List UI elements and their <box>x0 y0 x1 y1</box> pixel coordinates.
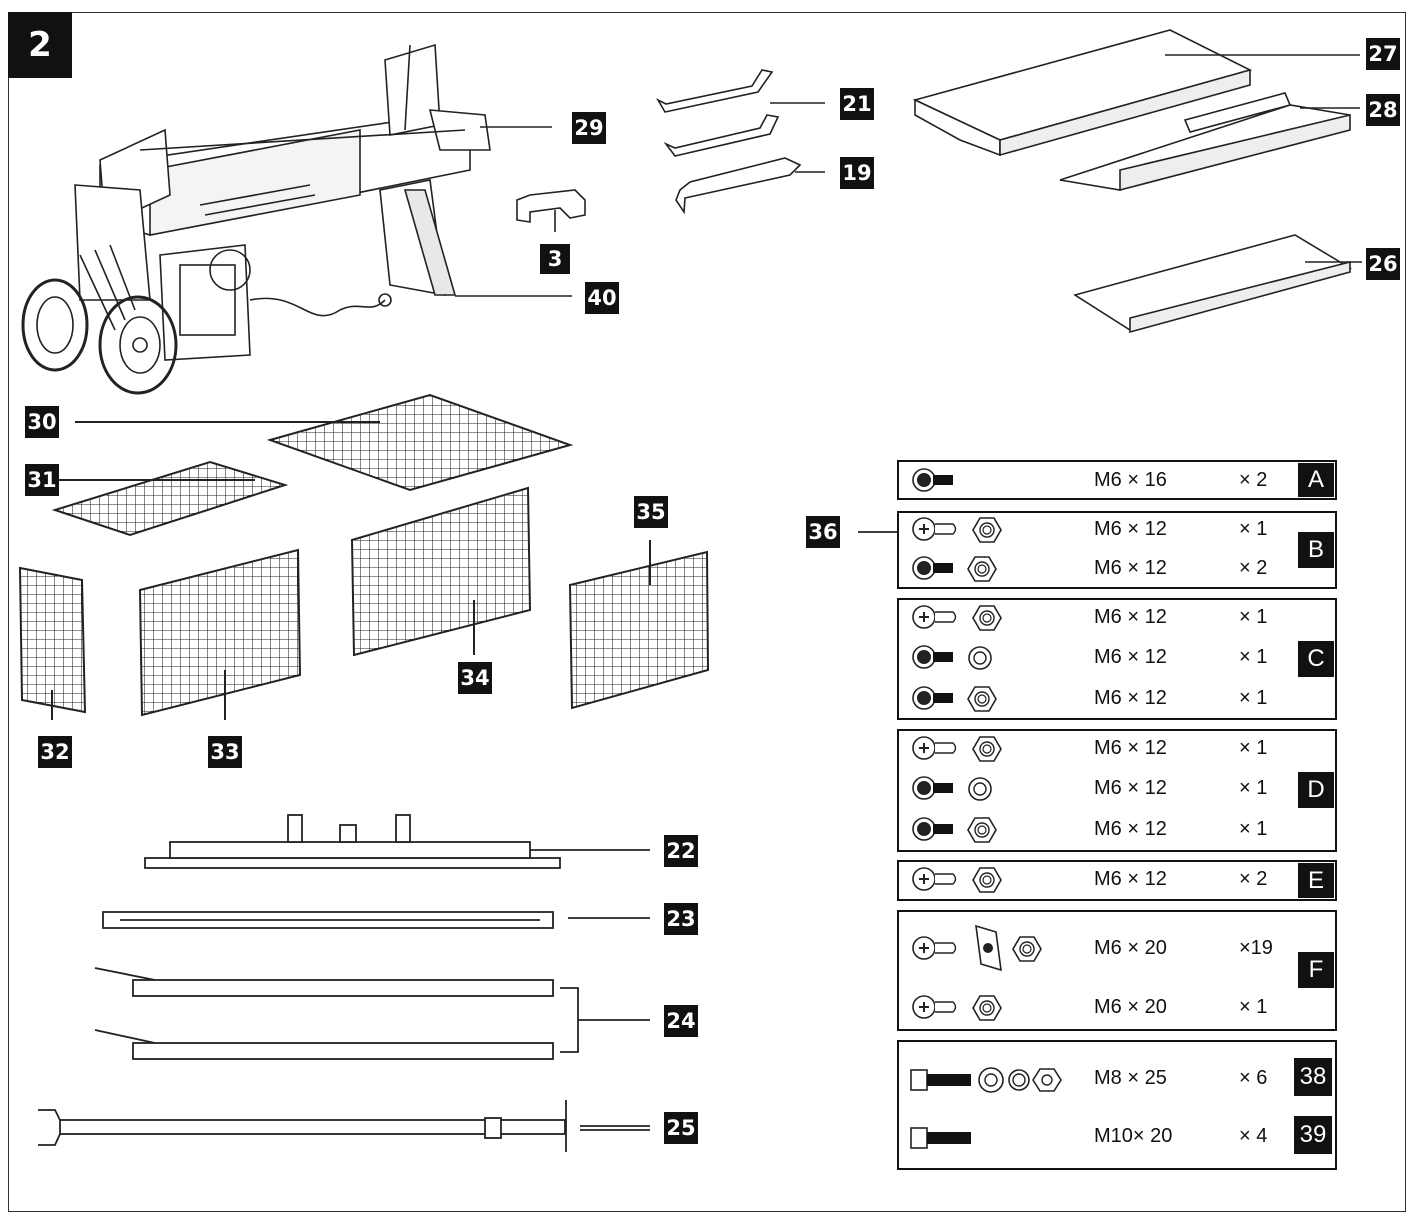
hardware-size: M6 × 12 <box>1094 777 1167 799</box>
hardware-quantity: × 2 <box>1239 469 1268 491</box>
hardware-size: M6 × 12 <box>1094 818 1167 840</box>
hardware-size: M6 × 12 <box>1094 557 1167 579</box>
hardware-row: M6 × 12 × 1 <box>899 684 1299 714</box>
hardware-size: M10× 20 <box>1094 1125 1173 1147</box>
group-letter-d: D <box>1298 772 1334 808</box>
hardware-group-f: M6 × 20 ×19 M6 × 20 × 1 F <box>897 910 1337 1031</box>
group-letter-c: C <box>1298 641 1334 677</box>
hardware-size: M8 × 25 <box>1094 1067 1167 1089</box>
callout-31: 31 <box>25 464 59 496</box>
hardware-group-b: M6 × 12 × 1 M6 × 12 × 2 B <box>897 511 1337 589</box>
long-bolt-row: M8 × 25 × 6 38 <box>899 1058 1334 1096</box>
bar-part-23 <box>102 911 650 929</box>
hardware-quantity: × 1 <box>1239 818 1268 840</box>
hardware-size: M6 × 12 <box>1094 687 1167 709</box>
group-letter-b: B <box>1298 532 1334 568</box>
hardware-quantity: × 1 <box>1239 996 1268 1018</box>
crossbar-part-22 <box>144 814 650 869</box>
hardware-size: M6 × 12 <box>1094 868 1167 890</box>
callout-39: 39 <box>1294 1116 1332 1154</box>
callout-30: 30 <box>25 406 59 438</box>
callout-19: 19 <box>840 157 874 189</box>
hardware-row: M6 × 12 × 1 <box>899 515 1299 545</box>
callout-36: 36 <box>806 516 840 548</box>
bar-part-25 <box>38 1100 650 1152</box>
group-letter-e: E <box>1298 863 1334 898</box>
callout-27: 27 <box>1366 38 1400 70</box>
plate-part-26 <box>1073 234 1362 334</box>
callout-3: 3 <box>540 244 570 274</box>
callout-32: 32 <box>38 736 72 768</box>
callout-26: 26 <box>1366 248 1400 280</box>
hardware-row: M6 × 12 × 2 <box>899 865 1299 895</box>
hardware-row: M6 × 12 × 1 <box>899 603 1299 633</box>
hardware-group-c: M6 × 12 × 1 M6 × 12 × 1 M6 × 12 × 1 C <box>897 598 1337 720</box>
figure-number: 2 <box>8 12 72 78</box>
group-letter-f: F <box>1298 952 1334 988</box>
callout-21: 21 <box>840 88 874 120</box>
tray-part-27 <box>912 29 1360 157</box>
hardware-size: M6 × 12 <box>1094 606 1167 628</box>
callout-38: 38 <box>1294 1058 1332 1096</box>
callout-25: 25 <box>664 1112 698 1144</box>
hardware-size: M6 × 12 <box>1094 737 1167 759</box>
hardware-quantity: × 2 <box>1239 557 1268 579</box>
hardware-size: M6 × 12 <box>1094 646 1167 668</box>
hardware-group-a: M6 × 16 × 2 A <box>897 460 1337 500</box>
callout-35: 35 <box>634 496 668 528</box>
hardware-row: M6 × 20 ×19 <box>899 924 1299 972</box>
log-splitter-machine <box>21 43 491 395</box>
hardware-group-d: M6 × 12 × 1 M6 × 12 × 1 M6 × 12 × 1 D <box>897 729 1337 852</box>
hardware-size: M6 × 12 <box>1094 518 1167 540</box>
hardware-row: M6 × 12 × 1 <box>899 815 1299 845</box>
hardware-row: M6 × 12 × 1 <box>899 774 1299 804</box>
callout-28: 28 <box>1366 94 1400 126</box>
hardware-quantity: × 1 <box>1239 646 1268 668</box>
callout-34: 34 <box>458 662 492 694</box>
hardware-quantity: × 1 <box>1239 518 1268 540</box>
bars-part-24 <box>94 967 650 1060</box>
callout-23: 23 <box>664 903 698 935</box>
callout-24: 24 <box>664 1005 698 1037</box>
hardware-quantity: × 1 <box>1239 777 1268 799</box>
handle-part-3 <box>516 189 586 232</box>
figure-frame <box>8 12 1406 1212</box>
group-letter-a: A <box>1298 463 1334 497</box>
callout-29: 29 <box>572 112 606 144</box>
callout-33: 33 <box>208 736 242 768</box>
hardware-quantity: × 1 <box>1239 606 1268 628</box>
hardware-size: M6 × 20 <box>1094 996 1167 1018</box>
hardware-row: M6 × 12 × 2 <box>899 554 1299 584</box>
hardware-quantity: × 4 <box>1239 1125 1268 1147</box>
hardware-row: M6 × 20 × 1 <box>899 993 1299 1023</box>
mesh-panels <box>18 393 710 720</box>
hardware-quantity: × 1 <box>1239 737 1268 759</box>
hardware-size: M6 × 20 <box>1094 937 1167 959</box>
hardware-quantity: × 6 <box>1239 1067 1268 1089</box>
hardware-group-e: M6 × 12 × 2 E <box>897 860 1337 901</box>
strap-parts <box>655 69 825 215</box>
hardware-row: M6 × 12 × 1 <box>899 734 1299 764</box>
hardware-quantity: ×19 <box>1239 937 1273 959</box>
callout-40: 40 <box>585 282 619 314</box>
rail-part-28 <box>1059 92 1360 192</box>
callout-22: 22 <box>664 835 698 867</box>
hardware-quantity: × 2 <box>1239 868 1268 890</box>
hardware-row: M6 × 12 × 1 <box>899 643 1299 673</box>
hardware-quantity: × 1 <box>1239 687 1268 709</box>
hardware-size: M6 × 16 <box>1094 469 1167 491</box>
long-bolt-row: M10× 20 × 4 39 <box>899 1116 1334 1154</box>
hardware-row: M6 × 16 × 2 <box>899 466 1299 496</box>
